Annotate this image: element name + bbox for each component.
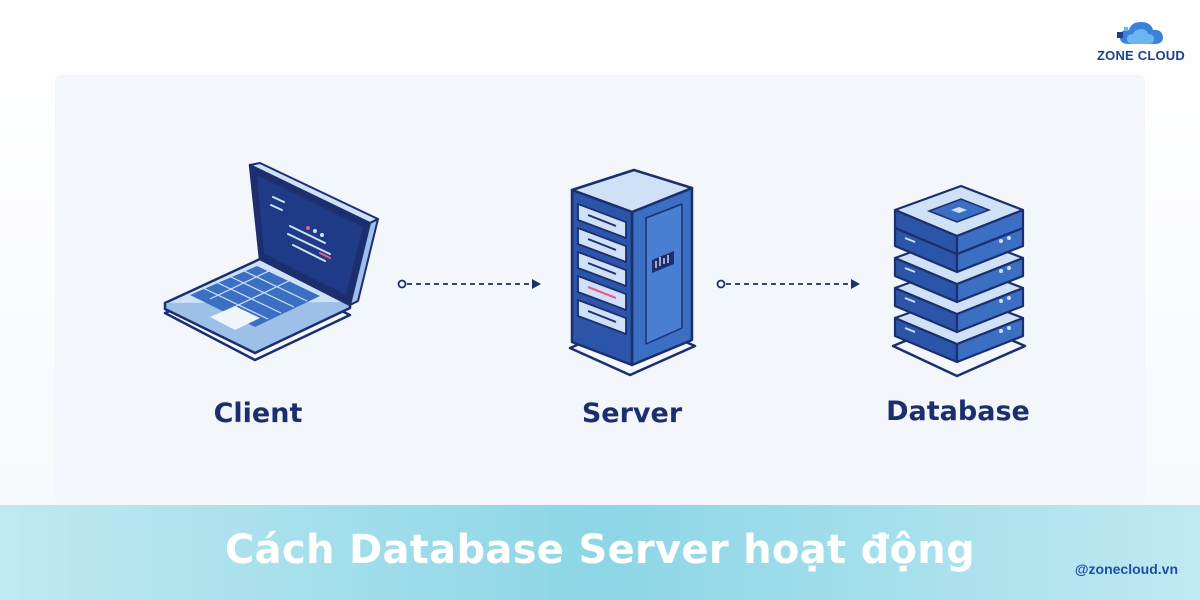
brand-logo: ZONE CLOUD: [1095, 18, 1187, 66]
brand-name: ZONE CLOUD: [1097, 48, 1185, 63]
server-to-database-arrow: [716, 279, 860, 289]
client-to-server-arrow: [397, 279, 541, 289]
server-label: Server: [581, 398, 683, 429]
client-label: Client: [213, 398, 303, 429]
database-label: Database: [886, 396, 1030, 427]
database-stack-icon: [891, 184, 1027, 378]
laptop-icon: [163, 162, 379, 362]
brand-handle: @zonecloud.vn: [1074, 561, 1178, 577]
client-node: [160, 155, 380, 385]
server-rack-icon: [568, 168, 697, 377]
diagram-canvas: ZONE CLOUD: [0, 0, 1200, 505]
server-node: [560, 160, 710, 390]
cloud-icon: [1117, 22, 1163, 44]
footer-banner: Cách Database Server hoạt động @zoneclou…: [0, 505, 1200, 600]
database-node: [885, 178, 1035, 388]
footer-title: Cách Database Server hoạt động: [225, 527, 975, 573]
